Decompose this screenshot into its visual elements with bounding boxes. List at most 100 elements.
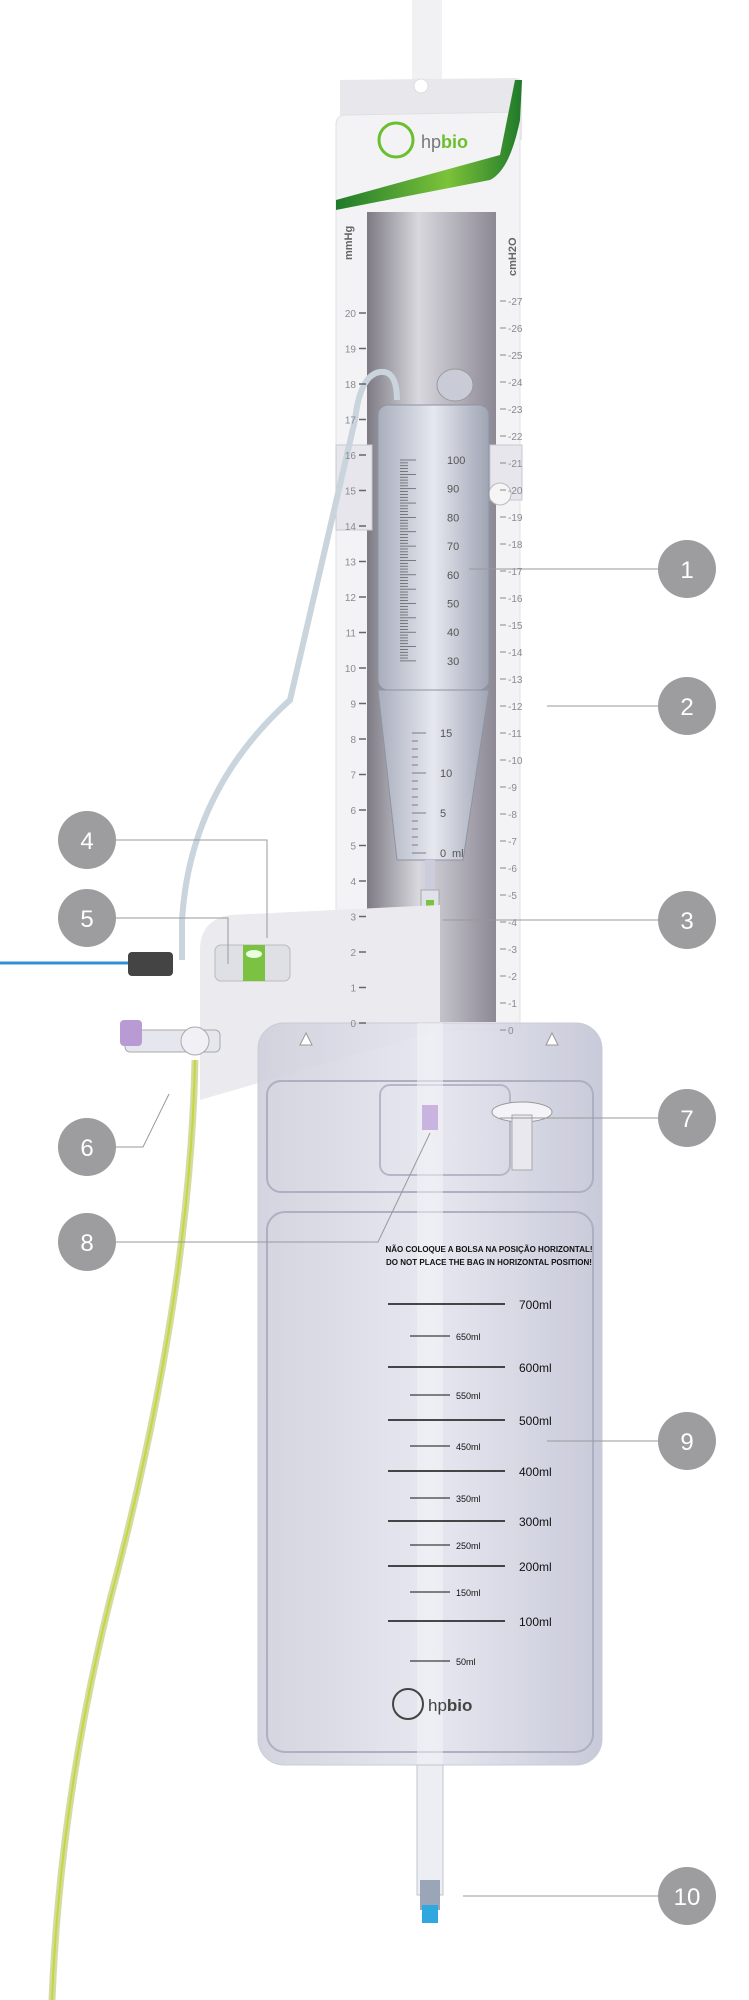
hang-hole	[413, 78, 429, 94]
bag-graduations: 700ml650ml600ml550ml500ml450ml400ml350ml…	[388, 1298, 552, 1667]
cmh2o-tick-label: -26	[508, 324, 523, 335]
mmhg-tick-label: 0	[350, 1019, 356, 1030]
mmhg-tick-label: 13	[345, 558, 357, 569]
callout-circle	[58, 1213, 116, 1271]
cmh2o-tick-label: -3	[508, 945, 517, 956]
graduation-label: 400ml	[519, 1465, 552, 1479]
cmh2o-tick-label: -19	[508, 513, 523, 524]
callout-number: 10	[674, 1884, 701, 1911]
chamber-label: 60	[447, 570, 459, 582]
cmh2o-tick-label: -7	[508, 837, 517, 848]
cmh2o-tick-label: -25	[508, 351, 523, 362]
hanger-hooks	[299, 1031, 559, 1046]
callout-9: 9	[547, 1412, 716, 1470]
callout-circle	[658, 540, 716, 598]
callout-circle	[658, 891, 716, 949]
callout-number: 8	[80, 1230, 93, 1257]
cmh2o-tick-label: -12	[508, 702, 523, 713]
chamber-label: 40	[447, 627, 459, 639]
drainage-line	[48, 1059, 199, 2000]
graduation-label: 600ml	[519, 1361, 552, 1375]
mmhg-tick-label: 2	[350, 948, 356, 959]
chamber-label: 15	[440, 728, 452, 740]
leader-line	[116, 839, 268, 938]
mmhg-tick-label: 20	[345, 309, 357, 320]
callout-number: 7	[680, 1106, 693, 1133]
callout-circle	[58, 811, 116, 869]
pressure-tube	[179, 368, 400, 960]
graduation-label: 550ml	[456, 1391, 481, 1401]
callout-3: 3	[443, 891, 716, 949]
svg-text:hpbio: hpbio	[428, 1696, 472, 1715]
chamber-unit: ml	[452, 848, 464, 860]
callout-1: 1	[469, 540, 716, 598]
mmhg-tick-label: 4	[350, 877, 356, 888]
chamber-label: 30	[447, 656, 459, 668]
mmhg-label: mmHg	[343, 226, 355, 260]
mmhg-tick-label: 9	[350, 700, 356, 711]
callout-circle	[58, 889, 116, 947]
chamber-label: 0	[440, 848, 446, 860]
warning-en: DO NOT PLACE THE BAG IN HORIZONTAL POSIT…	[386, 1258, 592, 1267]
cmh2o-tick-label: -17	[508, 567, 523, 578]
mmhg-tick-label: 11	[346, 629, 357, 640]
cmh2o-tick-label: -16	[508, 594, 523, 605]
connector	[128, 952, 173, 976]
mmhg-tick-label: 3	[350, 913, 356, 924]
outlet-connector	[420, 1880, 440, 1910]
cmh2o-tick-label: -8	[508, 810, 517, 821]
leader-line	[116, 1132, 431, 1243]
cmh2o-tick-label: -11	[508, 729, 522, 740]
mmhg-tick-label: 10	[345, 664, 357, 675]
graduation-label: 300ml	[519, 1515, 552, 1529]
cmh2o-tick-label: -21	[508, 459, 523, 470]
leader-line	[116, 1093, 170, 1148]
callout-8: 8	[58, 1132, 431, 1271]
cmh2o-tick-label: 0	[508, 1026, 514, 1037]
mmhg-tick-label: 17	[345, 416, 357, 427]
cmh2o-label: cmH2O	[507, 237, 519, 276]
chamber-label: 5	[440, 808, 446, 820]
callout-number: 6	[80, 1135, 93, 1162]
callout-circle	[658, 1412, 716, 1470]
leader-line	[116, 917, 229, 964]
callout-number: 4	[80, 828, 93, 855]
warning-pt: NÃO COLOQUE A BOLSA NA POSIÇÃO HORIZONTA…	[385, 1245, 592, 1254]
cmh2o-tick-label: -27	[508, 297, 523, 308]
graduation-label: 700ml	[519, 1298, 552, 1312]
graduation-label: 350ml	[456, 1494, 481, 1504]
mmhg-tick-label: 14	[345, 522, 357, 533]
callout-number: 3	[680, 908, 693, 935]
graduation-label: 500ml	[519, 1414, 552, 1428]
hpbio-logo-top: hpbio	[377, 121, 468, 159]
mmhg-tick-label: 1	[350, 984, 356, 995]
outlet-tube	[416, 1764, 444, 1896]
cmh2o-tick-label: -5	[508, 891, 517, 902]
callout-circle	[58, 1118, 116, 1176]
graduation-label: 50ml	[456, 1657, 476, 1667]
chamber-label: 90	[447, 484, 459, 496]
callout-number: 2	[680, 694, 693, 721]
cmh2o-tick-label: -9	[508, 783, 517, 794]
cmh2o-tick-label: -23	[508, 405, 523, 416]
cmh2o-tick-label: -14	[508, 648, 523, 659]
cmh2o-tick-label: -22	[508, 432, 523, 443]
callout-6: 6	[58, 1093, 170, 1176]
bag-connector	[422, 1105, 438, 1130]
air-filter	[491, 1101, 553, 1171]
cmh2o-tick-label: -10	[508, 756, 523, 767]
graduation-label: 100ml	[519, 1615, 552, 1629]
mmhg-tick-label: 5	[350, 842, 356, 853]
cmh2o-scale: -27-26-25-24-23-22-21-20-19-18-17-16-15-…	[500, 297, 523, 1037]
cmh2o-tick-label: -4	[508, 918, 517, 929]
cmh2o-tick-label: -6	[508, 864, 517, 875]
callout-number: 9	[680, 1429, 693, 1456]
graduation-label: 450ml	[456, 1442, 481, 1452]
callout-circle	[658, 677, 716, 735]
callout-7: 7	[500, 1089, 716, 1147]
graduation-label: 200ml	[519, 1560, 552, 1574]
cmh2o-tick-label: -15	[508, 621, 523, 632]
